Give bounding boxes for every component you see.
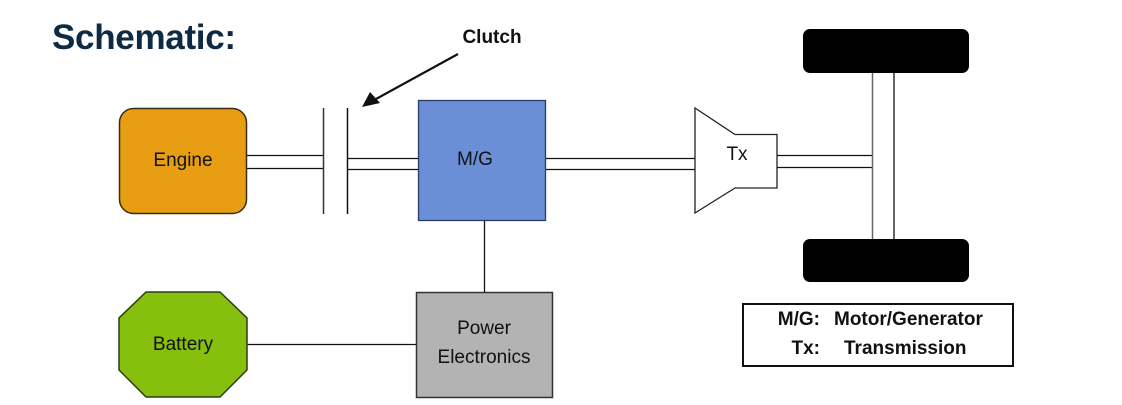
engine-box	[118, 107, 248, 215]
wheel-top	[803, 29, 969, 73]
transmission-output-shaft	[777, 154, 873, 169]
legend-abbr: M/G:	[777, 309, 820, 330]
battery-label: Battery	[153, 334, 214, 355]
motor-generator-label: M/G	[457, 149, 493, 170]
engine-block: Engine	[118, 107, 248, 215]
power-electronics-box	[415, 291, 554, 399]
wheel-bottom	[803, 239, 969, 282]
motor-generator-block: M/G	[417, 99, 547, 222]
motor-generator-box	[417, 99, 547, 222]
legend-abbr: Tx:	[791, 338, 821, 359]
legend-desc: Motor/Generator	[834, 309, 983, 330]
transmission-block: Tx	[694, 106, 778, 215]
mg-to-transmission-shaft	[546, 157, 695, 171]
clutch-pointer-arrow	[362, 53, 459, 107]
transmission-label: Tx	[726, 144, 748, 165]
clutch-label: Clutch	[462, 27, 521, 48]
power-electronics-block: Power Electronics	[415, 291, 554, 399]
clutch-plates	[322, 108, 349, 214]
axle	[871, 72, 895, 240]
engine-label: Engine	[153, 150, 212, 171]
legend-desc: Transmission	[844, 338, 967, 359]
clutch-shaft	[348, 157, 418, 171]
legend: M/G: Motor/Generator Tx: Transmission	[742, 303, 1014, 367]
power-electronics-label-line1: Power	[457, 318, 512, 339]
power-electronics-label-line2: Electronics	[438, 347, 531, 368]
battery-block: Battery	[118, 291, 248, 398]
battery-shape	[118, 291, 248, 398]
engine-shaft	[246, 154, 323, 170]
page-title: Schematic:	[52, 18, 236, 57]
transmission-shape	[694, 106, 778, 215]
